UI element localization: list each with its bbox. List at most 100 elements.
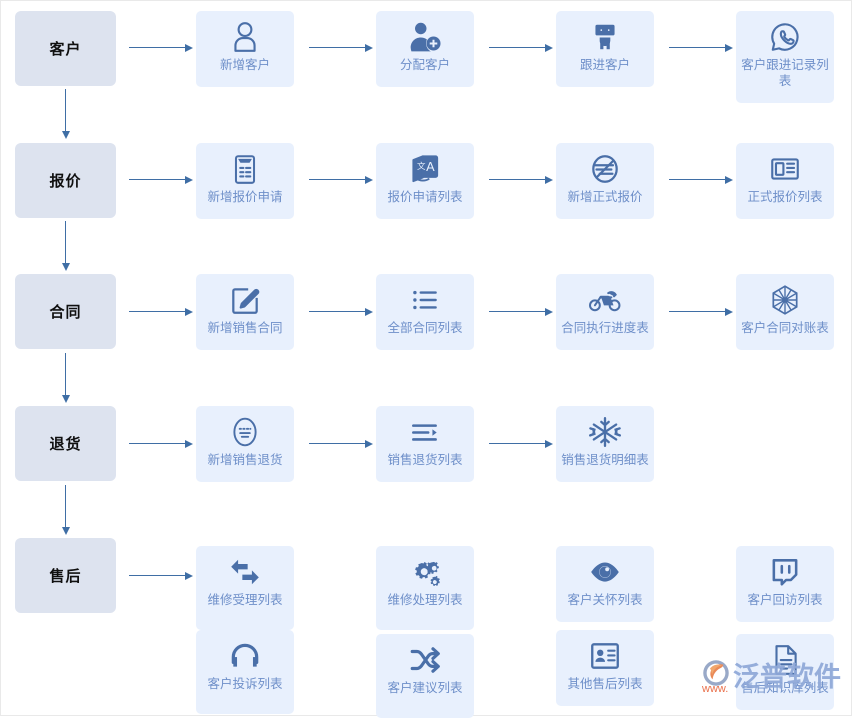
arrow-right-r2-c1: [309, 175, 373, 184]
card-label: 客户关怀列表: [567, 593, 643, 607]
card-label: 客户跟进记录列表: [741, 58, 829, 88]
card-label: 全部合同列表: [387, 321, 463, 335]
contacts-icon: [588, 20, 622, 54]
card-label: 新增客户: [219, 58, 270, 72]
card-sales-return-detail-report[interactable]: 销售退货明细表: [556, 406, 654, 482]
card-repair-processing-list[interactable]: 维修处理列表: [376, 546, 474, 630]
list-bullet-icon: [408, 283, 442, 317]
arrow-right-r3-c0: [129, 307, 193, 316]
card-label: 合同执行进度表: [561, 321, 649, 335]
user-add-icon: [408, 20, 442, 54]
card-label: 分配客户: [399, 58, 450, 72]
card-label: 跟进客户: [579, 58, 630, 72]
stage-label: 售后: [49, 568, 82, 585]
card-after-sales-knowledge-base-list[interactable]: 售后知识库列表: [736, 634, 834, 710]
translate-icon: 文 A: [408, 152, 442, 186]
stage-label: 退货: [49, 436, 82, 453]
card-new-sales-contract[interactable]: 新增销售合同: [196, 274, 294, 350]
stage-box-service[interactable]: 售后: [15, 538, 116, 613]
svg-text:A: A: [426, 159, 435, 174]
card-label: 维修受理列表: [207, 593, 283, 607]
card-label: 维修处理列表: [387, 593, 463, 607]
card-new-quote-request[interactable]: 新增报价申请: [196, 143, 294, 219]
card-label: 报价申请列表: [387, 190, 463, 204]
card-repair-acceptance-list[interactable]: 维修受理列表: [196, 546, 294, 630]
card-customer-complaint-list[interactable]: 客户投诉列表: [196, 630, 294, 714]
arrow-down-quote-contract: [61, 221, 70, 271]
card-new-sales-return[interactable]: 新增销售退货: [196, 406, 294, 482]
card-formal-quote-list[interactable]: 正式报价列表: [736, 143, 834, 219]
card-label: 新增销售合同: [207, 321, 283, 335]
arrow-right-r2-c2: [489, 175, 553, 184]
circle-lines-icon: [588, 152, 622, 186]
arrow-right-r3-c3: [669, 307, 733, 316]
headphones-icon: [228, 639, 262, 673]
arrow-down-return-service: [61, 485, 70, 535]
arrow-down-contract-return: [61, 353, 70, 403]
stage-label: 合同: [49, 304, 82, 321]
card-label: 其他售后列表: [567, 677, 643, 691]
arrow-right-r4-c1: [309, 439, 373, 448]
card-label: 销售退货明细表: [561, 453, 649, 467]
shuffle-icon: [408, 643, 442, 677]
card-other-after-sales-list[interactable]: 其他售后列表: [556, 630, 654, 706]
arrow-right-r1-c0: [129, 43, 193, 52]
card-customer-contract-reconciliation[interactable]: 客户合同对账表: [736, 274, 834, 350]
arrow-right-r1-c2: [489, 43, 553, 52]
user-icon: [228, 20, 262, 54]
retweet-icon: [228, 555, 262, 589]
card-label: 客户回访列表: [747, 593, 823, 607]
arrow-right-r4-c0: [129, 439, 193, 448]
card-customer-revisit-list[interactable]: 客户回访列表: [736, 546, 834, 622]
watermark-url: www.: [702, 683, 729, 695]
arrow-right-r2-c0: [129, 175, 193, 184]
brand-logo-icon: [701, 658, 731, 688]
arrow-right-r1-c1: [309, 43, 373, 52]
id-card-icon: [588, 639, 622, 673]
arrow-right-r3-c1: [309, 307, 373, 316]
edit-square-icon: [228, 283, 262, 317]
document-lines-icon: [768, 643, 802, 677]
whatsapp-chat-icon: [768, 20, 802, 54]
eye-icon: [588, 555, 622, 589]
card-label: 客户建议列表: [387, 681, 463, 695]
snowflake-icon: [588, 415, 622, 449]
gears-icon: [408, 555, 442, 589]
card-assign-customer[interactable]: 分配客户: [376, 11, 474, 87]
stage-box-return[interactable]: 退货: [15, 406, 116, 481]
card-label: 新增正式报价: [567, 190, 643, 204]
card-customer-care-list[interactable]: 客户关怀列表: [556, 546, 654, 622]
card-label: 新增销售退货: [207, 453, 283, 467]
keyboard-oval-icon: [228, 415, 262, 449]
card-label: 售后知识库列表: [741, 681, 829, 695]
card-follow-customer[interactable]: 跟进客户: [556, 11, 654, 87]
card-label: 客户投诉列表: [207, 677, 283, 691]
card-quote-request-list[interactable]: 文 A 报价申请列表: [376, 143, 474, 219]
card-new-formal-quote[interactable]: 新增正式报价: [556, 143, 654, 219]
card-label: 新增报价申请: [207, 190, 283, 204]
card-label: 正式报价列表: [747, 190, 823, 204]
hexagon-mesh-icon: [768, 283, 802, 317]
card-contract-progress-report[interactable]: 合同执行进度表: [556, 274, 654, 350]
stage-box-contract[interactable]: 合同: [15, 274, 116, 349]
card-all-contract-list[interactable]: 全部合同列表: [376, 274, 474, 350]
indent-arrow-icon: [408, 415, 442, 449]
arrow-right-r1-c3: [669, 43, 733, 52]
svg-text:文: 文: [417, 161, 426, 171]
arrow-right-r2-c3: [669, 175, 733, 184]
motorcycle-icon: [588, 283, 622, 317]
stage-label: 客户: [49, 41, 82, 58]
stage-box-quote[interactable]: 报价: [15, 143, 116, 218]
card-new-customer[interactable]: 新增客户: [196, 11, 294, 87]
card-sales-return-list[interactable]: 销售退货列表: [376, 406, 474, 482]
card-customer-suggestion-list[interactable]: 客户建议列表: [376, 634, 474, 718]
clipboard-list-icon: [228, 152, 262, 186]
arrow-right-r5-c0: [129, 571, 193, 580]
twitch-icon: [768, 555, 802, 589]
card-label: 销售退货列表: [387, 453, 463, 467]
stage-box-customer[interactable]: 客户: [15, 11, 116, 86]
card-customer-follow-record-list[interactable]: 客户跟进记录列表: [736, 11, 834, 103]
newspaper-icon: [768, 152, 802, 186]
arrow-right-r4-c2: [489, 439, 553, 448]
